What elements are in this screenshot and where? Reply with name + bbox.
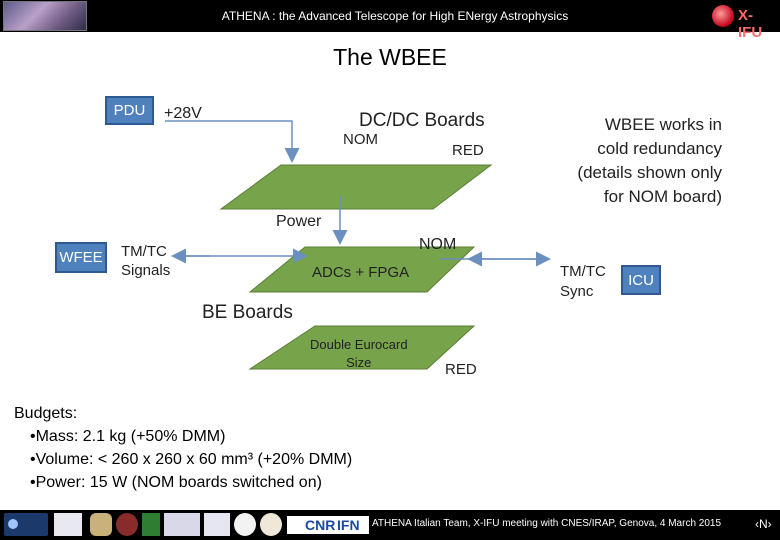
dcdc-label: DC/DC Boards [359, 110, 485, 131]
red-bottom-label: RED [445, 361, 477, 378]
eurocard-board [248, 325, 476, 370]
eurocard-label: Double Eurocard Size [310, 337, 408, 370]
footer-bar: CNR IFN ATHENA Italian Team, X-IFU meeti… [0, 510, 780, 540]
icu-box: ICU [621, 265, 661, 295]
seal-logo-1 [234, 513, 256, 536]
xifu-brand: X-IFU [738, 7, 763, 41]
wfee-box: WFEE [55, 242, 107, 273]
pdu-arrow [165, 120, 300, 163]
power-label: Power [276, 213, 322, 230]
xifu-logo: X-IFU [708, 3, 776, 41]
cnr-ifn-logo: CNR IFN [287, 516, 369, 534]
slide-number: ‹N› [755, 517, 772, 531]
crest-logo-1 [90, 513, 112, 536]
ifn-text: IFN [337, 517, 360, 533]
budget-power: •Power: 15 W (NOM boards switched on) [30, 474, 322, 491]
crest-logo-2 [116, 513, 138, 536]
footer-text: ATHENA Italian Team, X-IFU meeting with … [372, 518, 722, 529]
cnr-text: CNR [305, 517, 336, 533]
budgets-heading: Budgets: [14, 405, 78, 422]
voltage-label: +28V [164, 105, 202, 122]
redundancy-note: WBEE works in cold redundancy (details s… [577, 115, 722, 206]
xifu-emblem-icon [712, 5, 734, 27]
university-logo-2 [164, 513, 200, 536]
athena-logo [3, 1, 87, 31]
nom-top-label: NOM [343, 131, 378, 148]
slide-title: The WBEE [333, 44, 447, 70]
nom-mid-label: NOM [419, 236, 457, 253]
tmtc-signals-label: TM/TC Signals [121, 243, 171, 279]
tmtc-sync-label: TM/TC Sync [560, 263, 606, 300]
adc-label: ADCs + FPGA [312, 264, 410, 281]
header-bar: ATHENA : the Advanced Telescope for High… [0, 0, 780, 41]
dcdc-board [219, 164, 493, 210]
pdu-box: PDU [105, 96, 154, 125]
seal-logo-2 [260, 513, 282, 536]
roma-tre-logo [204, 513, 230, 536]
budgets-section: Budgets: •Mass: 2.1 kg (+50% DMM) •Volum… [14, 402, 352, 494]
be-boards-label: BE Boards [202, 302, 293, 323]
red-top-label: RED [452, 142, 484, 159]
budget-volume: •Volume: < 260 x 260 x 60 mm³ (+20% DMM) [30, 451, 353, 468]
university-logo-1 [142, 513, 160, 536]
header-title: ATHENA : the Advanced Telescope for High… [221, 9, 569, 23]
infn-logo [54, 513, 82, 536]
budget-mass: •Mass: 2.1 kg (+50% DMM) [30, 428, 226, 445]
inaf-logo [4, 513, 48, 536]
